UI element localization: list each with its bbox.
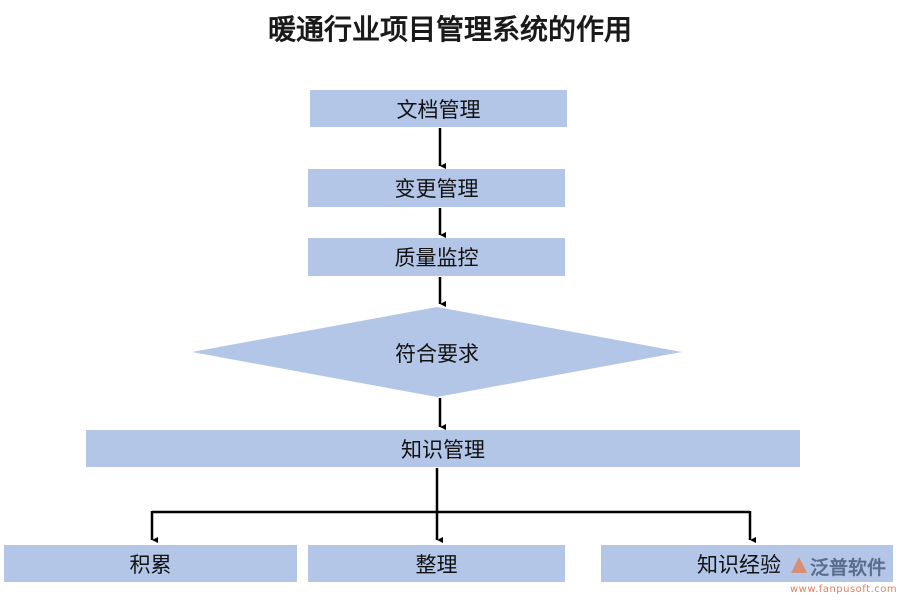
- diagram-title: 暖通行业项目管理系统的作用: [267, 13, 632, 46]
- node-quality-monitor: 质量监控: [308, 238, 565, 276]
- node-meets-requirements: 符合要求: [395, 342, 479, 366]
- node-document-mgmt: 文档管理: [310, 90, 567, 127]
- decision-diamond: [192, 307, 682, 397]
- node-knowledge-experience: 知识经验: [601, 545, 893, 582]
- watermark-brand: 泛普软件: [810, 557, 887, 579]
- node-organize: 整理: [308, 545, 565, 582]
- logo-icon: [790, 554, 808, 574]
- node-knowledge-mgmt: 知识管理: [86, 430, 800, 467]
- node-accumulate: 积累: [4, 545, 297, 582]
- watermark-url: www.fanpusoft.com: [790, 584, 898, 595]
- node-change-mgmt: 变更管理: [308, 169, 565, 207]
